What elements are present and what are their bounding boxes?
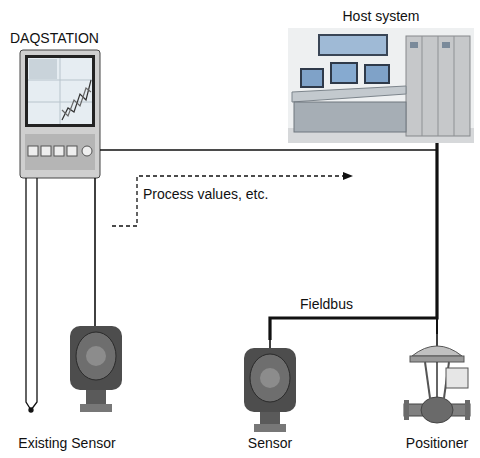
valve-positioner-part	[425, 362, 430, 398]
flow-label: Process values, etc.	[143, 186, 268, 203]
sensor-transmitter-part	[260, 368, 280, 388]
text-holder: Host system	[342, 8, 419, 28]
sensor-transmitter-part	[260, 412, 280, 424]
host-system-picture-part	[292, 86, 406, 102]
daqstation-device-part	[41, 146, 51, 156]
sensor-transmitter-part	[254, 424, 286, 432]
node-heading: DAQSTATION	[10, 30, 99, 47]
valve-positioner-node: Positioner	[400, 334, 474, 434]
node-caption: Sensor	[248, 435, 292, 452]
valve-positioner-part	[410, 356, 464, 362]
host-system-picture-part	[454, 36, 455, 136]
fieldbus-line	[436, 143, 438, 334]
thermocouple-part	[31, 178, 37, 410]
host-system-picture-part	[320, 36, 386, 54]
host-system-picture-part	[330, 62, 358, 84]
existing-transmitter-part	[76, 332, 116, 380]
existing-transmitter-part	[80, 404, 112, 412]
recorder-device: DAQSTATION	[20, 50, 100, 178]
signal-wire	[94, 178, 96, 316]
thermocouple-part	[26, 178, 31, 410]
existing-transmitter-part	[70, 326, 122, 390]
daqstation-device-part	[62, 80, 91, 120]
valve-positioner-part	[446, 368, 468, 388]
daqstation-device-part	[25, 55, 95, 127]
existing-transmitter-part	[86, 390, 106, 404]
valve-positioner-part	[404, 400, 409, 420]
data-flow-arrow-part	[343, 172, 353, 180]
host-system-picture	[288, 28, 474, 143]
host-system-picture-part	[364, 64, 390, 84]
daqstation-device-part	[54, 146, 64, 156]
daqstation-device-part	[67, 146, 77, 156]
daqstation-device-part	[25, 134, 95, 170]
data-flow-arrow	[112, 172, 353, 226]
daqstation-device-part	[62, 88, 91, 116]
fieldbus-line	[270, 143, 437, 340]
existing-transmitter-part	[86, 346, 106, 366]
daqstation-device	[20, 50, 100, 178]
daqstation-device-part	[82, 146, 92, 156]
valve-positioner-part	[412, 346, 462, 356]
sensor-transmitter-part	[244, 348, 296, 412]
fieldbus-sensor: Sensor	[238, 340, 302, 434]
host-system-picture-part	[438, 36, 439, 136]
valve-positioner-part	[436, 362, 438, 398]
daqstation-device-part	[29, 59, 57, 79]
text-holder: Existing Sensor	[18, 434, 115, 452]
text-holder: Sensor	[248, 434, 292, 452]
host-system-picture-part	[294, 102, 406, 132]
bus-label: Fieldbus	[300, 296, 353, 313]
existing-sensor-group: Existing Sensor	[8, 316, 126, 434]
host-system-picture-part	[442, 42, 450, 48]
signal-wire	[100, 143, 437, 150]
sensor-transmitter	[244, 340, 296, 432]
text-holder: Positioner	[406, 434, 468, 452]
daqstation-device-part	[60, 58, 61, 124]
host-system-picture-part	[318, 34, 388, 56]
host-system-picture-part	[288, 28, 474, 143]
data-flow-arrow-part	[112, 176, 343, 226]
existing-transmitter	[70, 316, 122, 412]
valve-positioner-part	[465, 400, 470, 420]
daqstation-device-part	[28, 58, 92, 124]
host-system-picture-part	[422, 36, 423, 136]
host-system-picture-part	[366, 66, 388, 82]
node-caption: Positioner	[406, 435, 468, 452]
host-system-picture-part	[300, 68, 324, 88]
host-system-picture-part	[406, 36, 470, 136]
thermocouple	[26, 178, 37, 412]
valve-positioner-part	[436, 334, 438, 347]
host-system-picture-part	[410, 42, 418, 48]
sensor-transmitter-part	[250, 354, 290, 402]
text-holder: DAQSTATION	[10, 30, 99, 50]
sensor-transmitter-part	[269, 340, 271, 349]
node-caption: Existing Sensor	[18, 435, 115, 452]
daqstation-device-part	[28, 146, 38, 156]
valve-positioner	[404, 334, 470, 423]
valve-positioner-part	[421, 397, 453, 423]
daqstation-device-part	[20, 50, 100, 178]
existing-transmitter-part	[94, 316, 96, 327]
host-system: Host system	[288, 28, 474, 143]
host-system-picture-part	[302, 70, 322, 86]
thermocouple-part	[29, 408, 33, 412]
node-heading: Host system	[342, 8, 419, 25]
host-system-picture-part	[332, 64, 356, 82]
